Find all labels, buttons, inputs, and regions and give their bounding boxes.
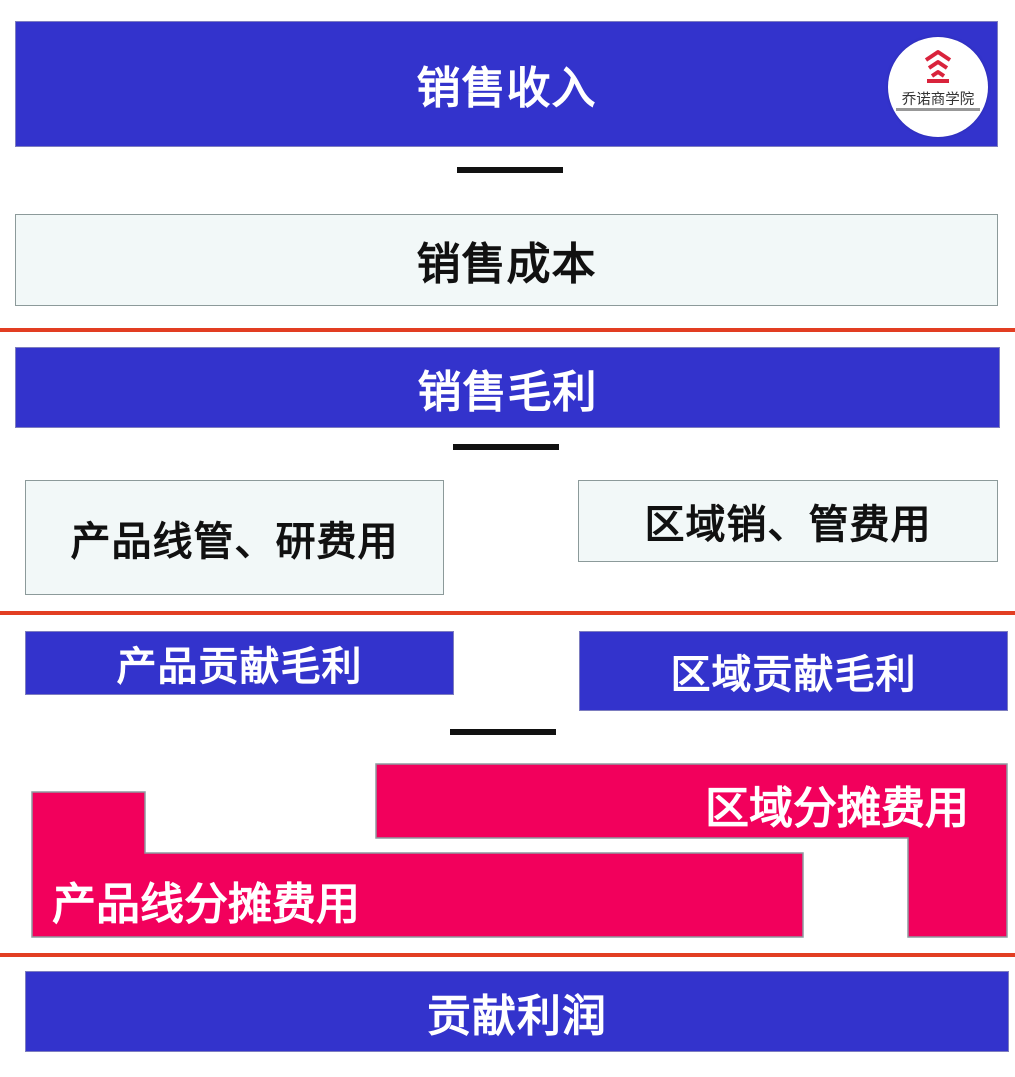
product-contribution-block: 产品贡献毛利 [25,631,454,695]
logo-badge: 乔诺商学院 [888,37,988,137]
product-line-expense-block: 产品线管、研费用 [25,480,444,595]
product-line-allocation-label: 产品线分摊费用 [52,879,360,930]
logo-name: 乔诺商学院 [901,92,975,108]
divider-line [0,328,1015,332]
sales-revenue-label: 销售收入 [416,63,597,114]
minus-sign [457,167,563,173]
contribution-profit-label: 贡献利润 [427,990,607,1042]
sales-revenue-block: 销售收入 [15,21,998,147]
region-contribution-block: 区域贡献毛利 [579,631,1008,711]
divider-line [0,611,1015,615]
cost-of-sales-block: 销售成本 [15,214,998,306]
region-expense-label: 区域销、管费用 [644,502,932,548]
region-allocation-shape [375,763,1008,938]
region-allocation-label: 区域分摊费用 [705,783,969,834]
region-contribution-label: 区域贡献毛利 [670,652,917,698]
minus-sign [453,444,559,450]
gross-profit-label: 销售毛利 [417,366,598,418]
divider-line [0,953,1015,957]
cost-of-sales-label: 销售成本 [416,239,597,290]
gross-profit-block: 销售毛利 [15,347,1000,428]
region-expense-block: 区域销、管费用 [578,480,998,562]
minus-sign [450,729,556,735]
logo-subtitle-band [896,108,980,111]
product-contribution-label: 产品贡献毛利 [116,644,363,690]
building-emblem-icon [924,50,952,83]
product-line-allocation-shape [31,791,804,938]
product-line-expense-label: 产品线管、研费用 [70,518,399,565]
contribution-profit-block: 贡献利润 [25,971,1009,1052]
